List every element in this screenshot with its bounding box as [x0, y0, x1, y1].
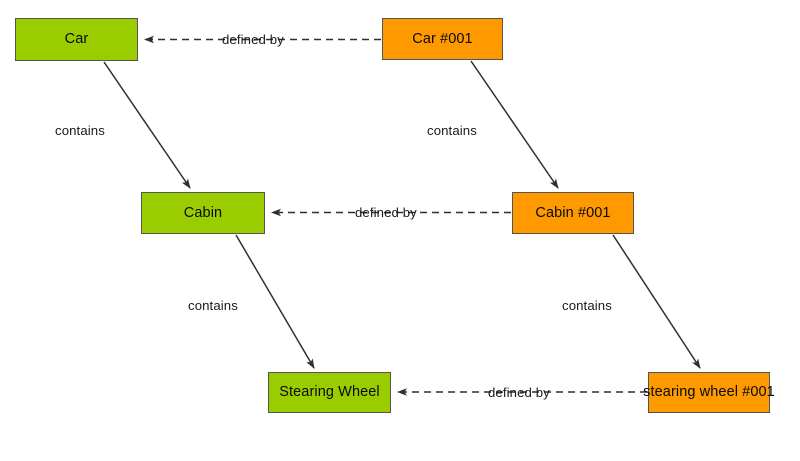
edge-label-contains-car-cabin: contains [55, 123, 105, 138]
edge-label-defined-by-cabin: defined by [355, 205, 417, 220]
edge-contains-car-cabin [103, 61, 191, 189]
edge-contains-cabin001-wheel001 [612, 234, 701, 369]
edge-contains-car001-cabin001 [470, 60, 559, 189]
node-stearing-wheel[interactable]: Stearing Wheel [268, 372, 391, 413]
edge-label-defined-by-stearing-wheel: defined by [488, 385, 550, 400]
edge-label-contains-cabin-wheel: contains [188, 298, 238, 313]
edge-label-contains-car001-cabin001: contains [427, 123, 477, 138]
edge-label-contains-cabin001-wheel001: contains [562, 298, 612, 313]
node-cabin[interactable]: Cabin [141, 192, 265, 234]
node-cabin-001[interactable]: Cabin #001 [512, 192, 634, 234]
edge-contains-cabin-wheel [235, 234, 315, 369]
edge-label-defined-by-car: defined by [222, 32, 284, 47]
node-car-001[interactable]: Car #001 [382, 18, 503, 60]
node-car[interactable]: Car [15, 18, 138, 61]
node-stearing-wheel-001[interactable]: stearing wheel #001 [643, 372, 775, 413]
